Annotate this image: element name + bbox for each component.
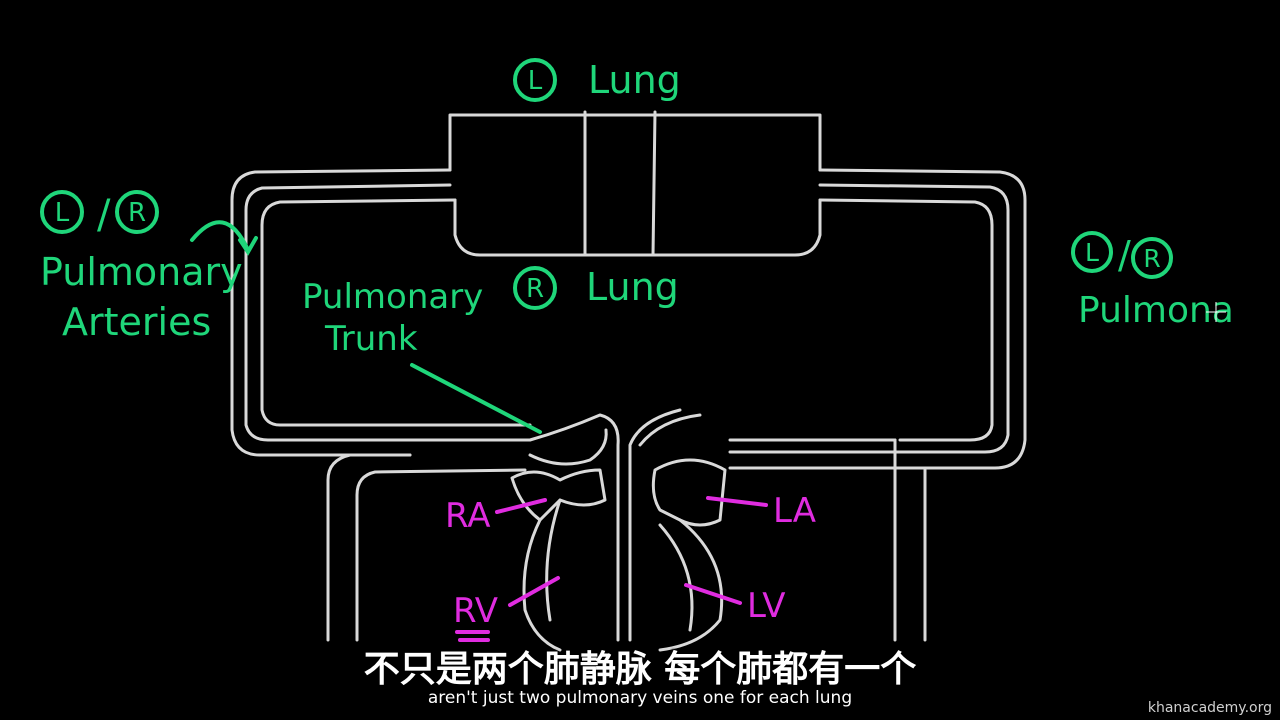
svg-text:L: L — [1085, 238, 1099, 267]
la-pointer — [706, 496, 768, 507]
svg-text:R: R — [1143, 244, 1160, 273]
svg-text:Trunk: Trunk — [324, 319, 418, 359]
heart — [510, 408, 727, 652]
svg-text:/: / — [1118, 233, 1131, 277]
subtitle-english: aren't just two pulmonary veins one for … — [427, 688, 853, 708]
systemic-vessels — [326, 438, 927, 642]
pulmonary-circuit — [230, 168, 1027, 470]
svg-text:Lung: Lung — [588, 58, 681, 102]
left-circle-icon — [1071, 231, 1113, 273]
svg-text:/: / — [97, 192, 111, 238]
la-label: LA — [706, 491, 816, 531]
pulmonary-trunk-label: Pulmonary Trunk — [302, 277, 542, 434]
ra-label: RA — [445, 496, 547, 536]
subtitle-chinese: 不只是两个肺静脉 每个肺都有一个 — [363, 649, 917, 690]
left-circle-icon — [40, 190, 84, 234]
svg-text:L: L — [528, 66, 543, 96]
pulmonary-arteries-label: L / R Pulmonary Arteries — [40, 190, 258, 344]
pointer-line — [410, 363, 542, 434]
svg-text:RA: RA — [445, 496, 491, 536]
svg-text:Pulmonary: Pulmonary — [40, 250, 243, 294]
svg-text:L: L — [55, 198, 70, 228]
left-circle-icon — [513, 58, 557, 102]
right-circle-icon — [513, 266, 557, 310]
rv-label: RV — [453, 576, 560, 642]
svg-text:Pulmona: Pulmona — [1078, 290, 1234, 331]
ra-pointer — [495, 498, 547, 514]
pulmonary-veins-label: L / R Pulmona — [1071, 231, 1234, 331]
svg-text:LA: LA — [773, 491, 816, 531]
arrow-icon — [190, 220, 250, 252]
svg-text:RV: RV — [453, 591, 498, 631]
pen-cursor-icon — [1206, 302, 1226, 322]
svg-text:R: R — [128, 198, 146, 228]
svg-text:Arteries: Arteries — [62, 300, 211, 344]
svg-text:R: R — [526, 274, 544, 304]
right-lung-label: R Lung — [513, 265, 679, 310]
lungs-box — [448, 110, 822, 257]
lv-pointer — [684, 583, 742, 605]
svg-text:Lung: Lung — [586, 265, 679, 309]
svg-text:Pulmonary: Pulmonary — [302, 277, 483, 317]
rv-pointer — [508, 576, 560, 607]
arrow-head-icon — [238, 236, 258, 256]
right-circle-icon — [115, 190, 159, 234]
right-circle-icon — [1131, 237, 1173, 279]
left-lung-label: L Lung — [513, 58, 681, 102]
watermark: khanacademy.org — [1147, 700, 1272, 716]
svg-text:LV: LV — [747, 586, 785, 626]
lv-label: LV — [684, 583, 785, 626]
